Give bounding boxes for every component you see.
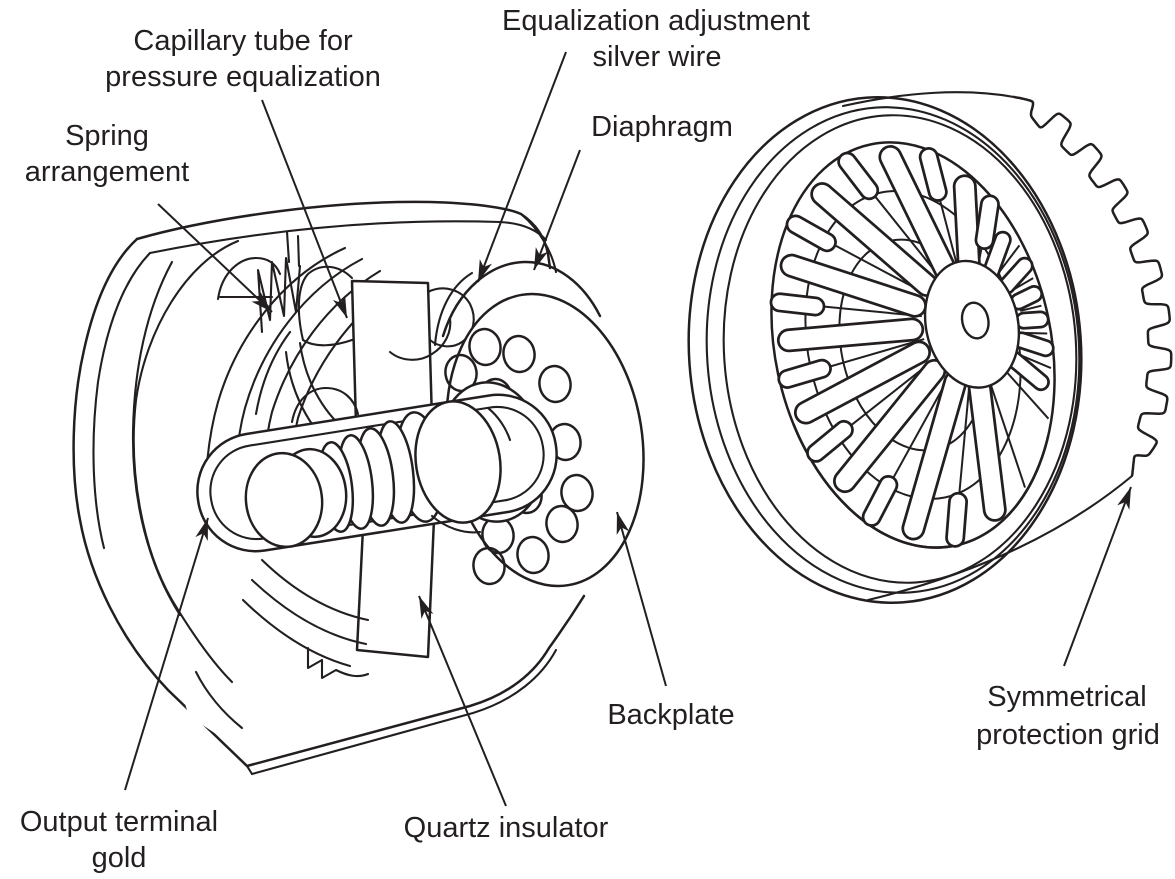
- grid-slot: [788, 217, 835, 250]
- grid-slot: [1012, 287, 1041, 308]
- label-output-line2: gold: [92, 842, 147, 874]
- terminal-dome: [290, 386, 360, 424]
- grid-slot: [780, 361, 830, 387]
- grid-spoke: [988, 379, 1026, 488]
- grid-slot: [977, 197, 998, 248]
- spring-boss-bottom: [301, 338, 354, 347]
- label-spring-line2: arrangement: [25, 156, 189, 188]
- label-equalization-line1: Equalization adjustment: [502, 5, 810, 37]
- leader-output-terminal: [124, 517, 209, 791]
- grid-slot: [782, 256, 925, 315]
- leader-diaphragm: [533, 149, 581, 271]
- grid-slot: [1005, 351, 1048, 389]
- terminal-head: [414, 400, 502, 524]
- grid-face-pattern: [769, 145, 1055, 548]
- backplate-hole: [538, 364, 572, 404]
- label-capillary-line2: pressure equalization: [105, 61, 381, 93]
- label-spring-line1: Spring: [65, 120, 149, 152]
- knurled-edge: [1012, 95, 1173, 477]
- spring-boss-left: [297, 265, 354, 342]
- housing-inner-top: [148, 220, 548, 255]
- leader-quartz: [418, 595, 507, 807]
- spring-zigzag: [256, 256, 302, 334]
- grid-slot: [864, 477, 896, 525]
- grid-slot: [779, 320, 922, 350]
- lower-cut-details: [185, 558, 370, 777]
- grid-slot: [1017, 313, 1047, 327]
- backplate-hole: [472, 546, 506, 586]
- capsule-cutaway: [72, 200, 645, 777]
- housing-outline: [135, 200, 552, 270]
- backplate-hole: [516, 535, 550, 575]
- cut-staircase: [306, 646, 370, 680]
- grid-slot: [813, 184, 936, 295]
- grid-slot: [839, 154, 877, 198]
- spring-arch: [216, 256, 282, 301]
- label-grid-line2: protection grid: [976, 719, 1160, 751]
- leader-protection-grid: [1063, 486, 1132, 667]
- grid-top-connector: [841, 91, 1016, 108]
- leader-capillary-tube: [261, 99, 348, 319]
- grid-slot: [904, 372, 965, 538]
- grid-spoke: [1004, 369, 1050, 420]
- bottom-plate: [245, 594, 586, 776]
- grid-slot: [808, 422, 852, 461]
- grid-slot: [772, 295, 823, 314]
- quartz-insulator: [355, 517, 436, 659]
- label-quartz: Quartz insulator: [404, 812, 609, 844]
- backplate-hole: [502, 334, 536, 374]
- grid-slot: [1015, 334, 1052, 355]
- grid-face-shadow-edge: [792, 423, 1050, 549]
- leader-backplate: [616, 511, 667, 687]
- grid-slot: [921, 149, 945, 200]
- labels: Capillary tube for pressure equalization…: [20, 5, 1160, 874]
- diaphragm-line: [441, 260, 602, 338]
- grid-slot: [1000, 259, 1031, 292]
- grid-face: [769, 141, 1056, 549]
- label-output-line1: Output terminal: [20, 806, 218, 838]
- output-terminal-assembly: [196, 381, 558, 553]
- cut-finger-inner: [185, 675, 313, 777]
- backplate-hole: [545, 504, 579, 544]
- label-capillary-line1: Capillary tube for: [133, 25, 353, 57]
- grid-spoke: [1019, 304, 1042, 312]
- housing-inner-rib: [131, 260, 182, 617]
- grid-center-hole: [960, 301, 990, 340]
- silver-wire-line: [433, 271, 474, 347]
- grid-slot: [955, 177, 979, 274]
- label-backplate: Backplate: [607, 699, 734, 731]
- grid-rim-mid: [705, 106, 1081, 594]
- backplate-hole: [560, 473, 594, 513]
- grid-slot: [970, 374, 1005, 520]
- terminal-face: [244, 451, 324, 549]
- grid-slot: [947, 494, 966, 546]
- grid-slot: [881, 147, 955, 280]
- label-diaphragm: Diaphragm: [591, 111, 733, 143]
- housing-left-wall: [72, 237, 249, 768]
- leader-spring: [157, 203, 273, 313]
- housing-inner-left: [92, 251, 152, 550]
- backplate-hole: [468, 327, 502, 367]
- grid-slot: [796, 343, 929, 422]
- grid-rim-inner: [722, 114, 1078, 584]
- leader-lines: [124, 51, 1132, 807]
- label-grid-line1: Symmetrical: [987, 681, 1147, 713]
- grid-rim-outer: [687, 95, 1083, 605]
- grid-slot: [835, 361, 944, 491]
- leader-equalization: [477, 51, 567, 283]
- label-equalization-line2: silver wire: [593, 41, 722, 73]
- grid-slot: [983, 233, 1010, 282]
- protection-grid: [687, 91, 1173, 605]
